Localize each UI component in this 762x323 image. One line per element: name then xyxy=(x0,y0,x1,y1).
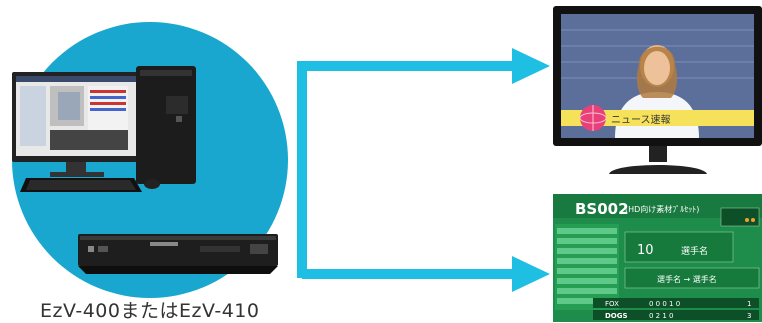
device-caption: EzV-400またはEzV-410 xyxy=(40,296,300,323)
keyboard-icon xyxy=(20,178,142,192)
team-scores-2: 0 2 1 0 xyxy=(649,312,674,320)
team-total-2: 3 xyxy=(747,312,751,320)
news-banner-text: ニュース速報 xyxy=(611,114,671,126)
ezv-system-illustration xyxy=(0,0,300,322)
tv-news-output: ニュース速報 xyxy=(553,6,762,174)
team-name-2: DOGS xyxy=(605,312,628,320)
player-number: 10 xyxy=(637,243,654,258)
player-list xyxy=(555,224,619,310)
team-total-1: 1 xyxy=(747,300,751,308)
rack-device-icon xyxy=(78,234,278,274)
monitor-icon xyxy=(12,72,140,177)
pc-tower-icon xyxy=(136,66,196,184)
arrow-to-scoreboard-icon xyxy=(302,256,550,292)
player-name: 選手名 xyxy=(681,245,708,257)
scoreboard-subtitle: (HD向け素材ﾌﾟﾙｾｯﾄ) xyxy=(625,204,699,214)
arrow-to-tv-icon xyxy=(302,48,550,278)
mini-scoreboard xyxy=(721,208,759,226)
output-arrows xyxy=(280,40,560,300)
substitution-text: 選手名 → 選手名 xyxy=(657,274,717,284)
scoreboard-title: BS002 xyxy=(575,200,629,218)
mouse-icon xyxy=(144,179,160,189)
tv-stand-icon xyxy=(609,146,707,174)
scoreboard-output: BS002 (HD向け素材ﾌﾟﾙｾｯﾄ) 10 選手名 選手名 → 選手名 FO… xyxy=(553,194,762,322)
team-name-1: FOX xyxy=(605,300,619,308)
team-scores-1: 0 0 0 1 0 xyxy=(649,300,680,308)
